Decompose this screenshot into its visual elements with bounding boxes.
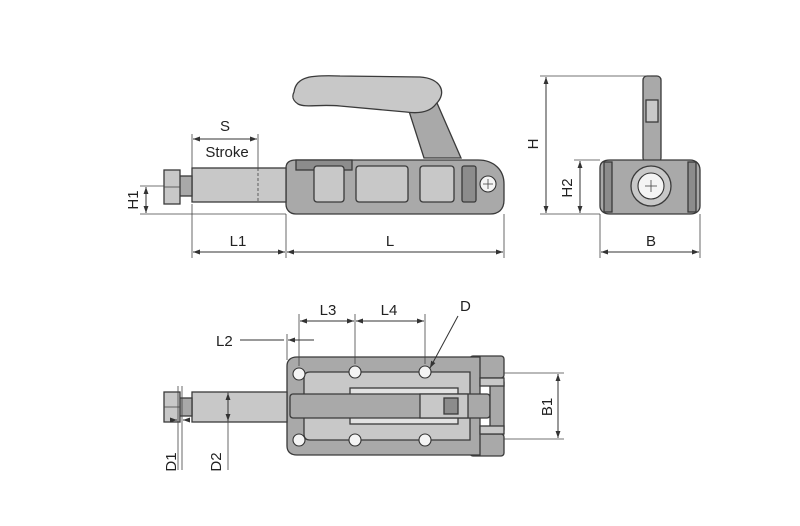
label-l1: L1 [230, 233, 247, 250]
dim-l3: L3 [298, 302, 356, 366]
label-h: H [525, 139, 542, 150]
top-view: L3 L4 D L2 B1 D1 [163, 298, 564, 472]
dim-s: S Stroke [191, 118, 259, 168]
dim-h2: H2 [559, 159, 600, 213]
label-b: B [646, 233, 656, 250]
dim-d2: D2 [208, 392, 231, 472]
dim-l4: L4 [356, 302, 426, 364]
side-view-body [285, 159, 505, 215]
side-view-handle [292, 75, 462, 159]
label-l4: L4 [381, 302, 398, 319]
label-stroke: Stroke [205, 144, 248, 161]
dim-b1: B1 [504, 372, 564, 440]
side-view-plunger [163, 167, 287, 205]
dim-b: B [599, 214, 701, 258]
dim-l1: L1 [191, 204, 287, 258]
mount-hole [418, 365, 432, 379]
dim-l: L [287, 214, 505, 258]
mount-hole [348, 365, 362, 379]
label-h1: H1 [125, 190, 142, 209]
label-l2: L2 [216, 333, 233, 350]
top-view-body [286, 355, 505, 457]
side-view: S Stroke H1 L1 L [125, 75, 505, 258]
dim-l2: L2 [216, 333, 314, 360]
label-l: L [386, 233, 394, 250]
label-d2: D2 [208, 452, 225, 471]
dim-d1: D1 [163, 386, 190, 472]
mount-hole [292, 367, 306, 381]
label-b1: B1 [539, 398, 556, 416]
label-l3: L3 [320, 302, 337, 319]
dim-h1: H1 [125, 185, 286, 215]
top-view-plunger [163, 391, 288, 423]
end-view: H H2 B [525, 75, 701, 258]
end-view-body [599, 159, 701, 215]
dim-d: D [429, 298, 471, 369]
label-s: S [220, 118, 230, 135]
label-h2: H2 [559, 178, 576, 197]
mount-hole [418, 433, 432, 447]
dim-h: H [525, 75, 651, 215]
mount-hole [348, 433, 362, 447]
mount-hole [292, 433, 306, 447]
end-view-handle [642, 75, 662, 163]
label-d1: D1 [163, 452, 180, 471]
label-d: D [460, 298, 471, 315]
